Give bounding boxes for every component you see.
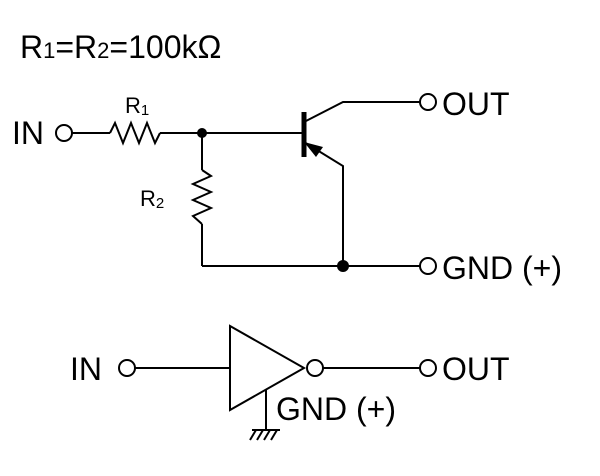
inversion-bubble [306, 359, 324, 377]
r2-label: R2 [140, 186, 164, 212]
transistor-collector [303, 101, 420, 123]
symbol-out-label: OUT [442, 351, 510, 387]
emitter-arrow [304, 142, 323, 157]
schematic-gnd-terminal [419, 257, 437, 275]
schematic-out-terminal [419, 93, 437, 111]
symbol-gnd-label: GND (+) [276, 391, 396, 427]
resistor-r1 [109, 120, 161, 146]
symbol-in-label: IN [70, 351, 102, 387]
transistor-emitter [303, 141, 344, 266]
symbol-out-terminal [419, 359, 437, 377]
schematic-in-terminal [55, 124, 73, 142]
buffer-triangle [229, 324, 307, 412]
heading-formula: R1=R2=100kΩ [20, 29, 221, 65]
schematic-in-label: IN [12, 115, 44, 151]
symbol-in-terminal [118, 359, 136, 377]
ground-hatch-icon [249, 429, 278, 441]
resistor-r2 [190, 169, 214, 225]
r1-label: R1 [125, 93, 149, 119]
schematic-gnd-label: GND (+) [442, 250, 562, 286]
schematic-out-label: OUT [442, 86, 510, 122]
